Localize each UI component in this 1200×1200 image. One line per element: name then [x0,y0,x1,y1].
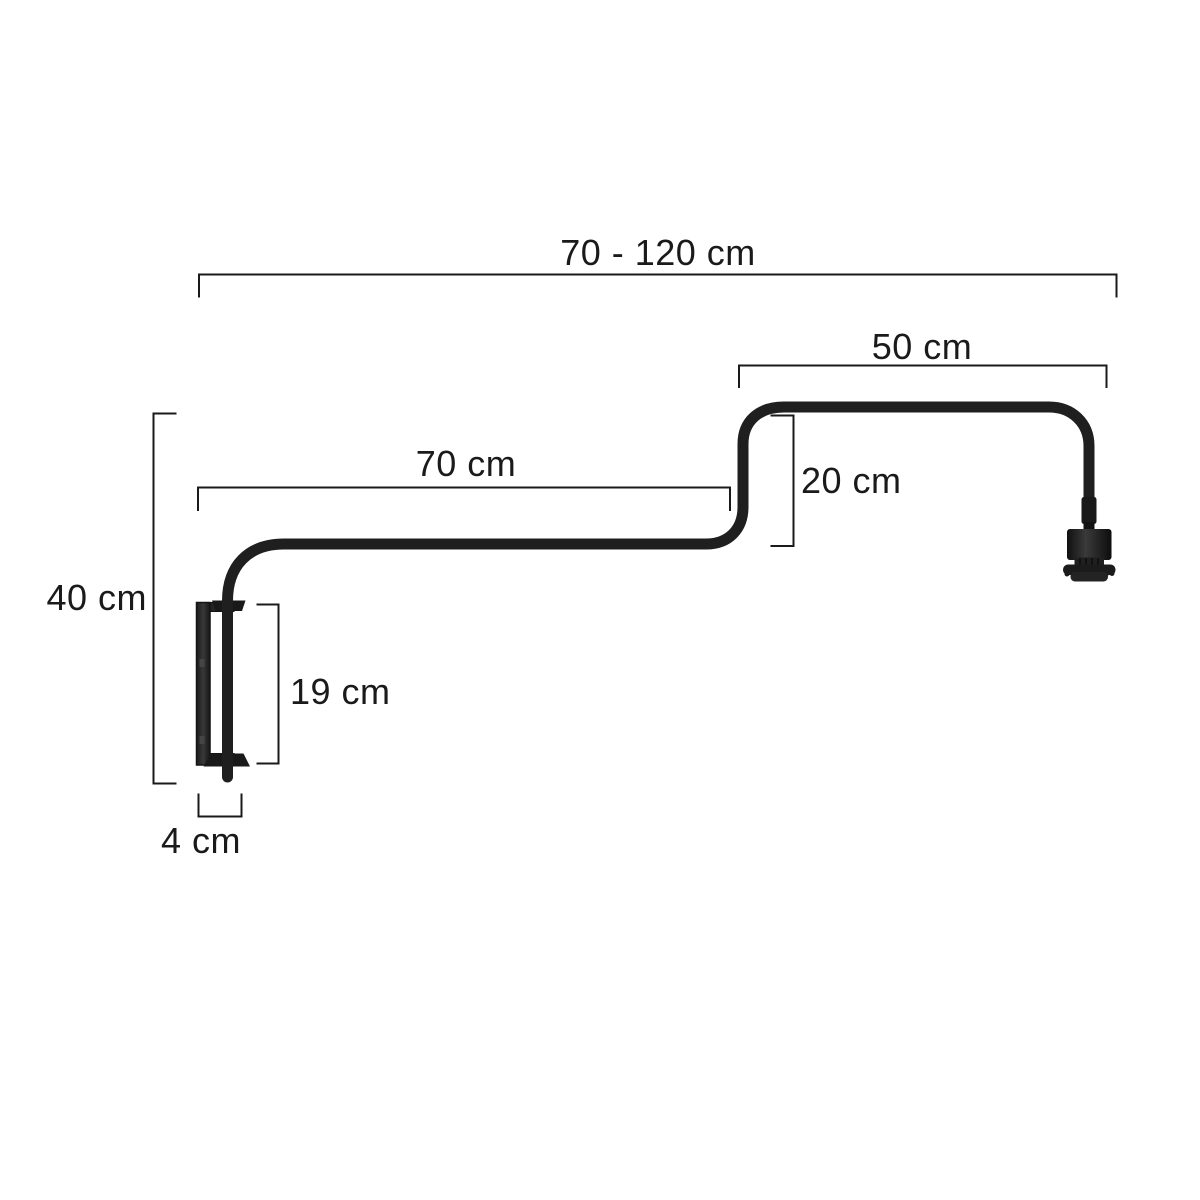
dim-line-upper-arm [738,364,1108,388]
dim-label-upper-arm: 50 cm [871,326,973,367]
dim-label-bracket-height: 19 cm [290,671,391,712]
socket-bottom-cap [1070,572,1108,582]
dim-label-bracket-width: 4 cm [160,820,242,861]
dim-line-bracket-height [256,603,280,765]
lamp-socket [1063,497,1116,582]
dim-line-bracket-width [197,793,243,818]
bracket-screw-hole-bottom [199,736,205,744]
wall-mount-bracket [195,600,250,767]
dim-label-lower-arm: 70 cm [415,443,517,484]
dim-line-riser [770,414,795,547]
dim-line-overall-height [152,412,177,785]
dim-line-total-reach [198,273,1118,298]
socket-body [1067,529,1112,560]
bracket-wall-plate [195,601,211,766]
dim-label-riser: 20 cm [801,460,902,501]
socket-joint [1081,497,1097,524]
bracket-screw-hole-top [199,659,205,667]
lamp-arm-tube [222,401,1095,783]
dim-line-lower-arm [197,486,731,511]
dim-label-total-reach: 70 - 120 cm [560,232,756,273]
dim-label-overall-height: 40 cm [46,577,147,618]
socket-neck [1083,522,1095,531]
